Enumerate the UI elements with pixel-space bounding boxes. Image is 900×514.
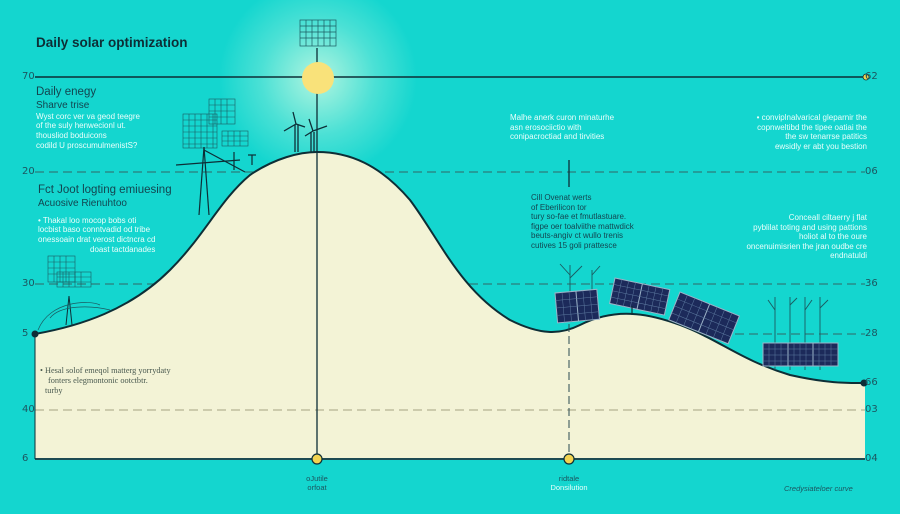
x-marker-label-2: ridtale Donsilution bbox=[550, 474, 588, 492]
left-tick: 20 bbox=[22, 166, 35, 177]
annotation-bottom-left: • Hesal solof emeqol matterg yorrydaty f… bbox=[40, 366, 171, 395]
annotation-mid-left: Fct Joot logting emiuesing Acuosive Rien… bbox=[38, 184, 172, 254]
annotation-top-left: Daily enegy Sharve trise Wyst corc ver v… bbox=[36, 86, 140, 150]
energy-area bbox=[35, 152, 865, 459]
left-tick: 6 bbox=[22, 453, 29, 464]
annotation-top-center: Malhe anerk curon minaturhe asn erosocii… bbox=[510, 113, 615, 142]
energy-curve-line bbox=[34, 150, 866, 385]
annotation-mid-right: Conceall ciltaerry j flat pyblilat totin… bbox=[746, 213, 867, 261]
x-marker-label-1: oJutile orfoat bbox=[306, 474, 328, 492]
left-tick: 5 bbox=[22, 328, 29, 339]
end-point-marker bbox=[860, 379, 868, 387]
grid-panels-icon bbox=[182, 98, 249, 149]
small-grid-panel-icon bbox=[47, 255, 92, 288]
small-pylon-icon bbox=[37, 295, 111, 331]
left-tick: 30 bbox=[22, 278, 35, 289]
right-tick: 06 bbox=[865, 166, 878, 177]
solar-panel-icon bbox=[554, 277, 839, 367]
left-tick: 70 bbox=[22, 71, 35, 82]
sun-icon bbox=[302, 62, 334, 94]
solar-grid-panel-icon bbox=[299, 19, 337, 47]
wind-turbine-icon bbox=[283, 111, 328, 152]
x-marker-1 bbox=[311, 453, 323, 465]
right-tick: 28 bbox=[865, 328, 878, 339]
right-tick: 04 bbox=[865, 453, 878, 464]
power-pylon-icon bbox=[175, 146, 256, 216]
annotation-top-right: • conviplnalvarical gleparnir the copnwe… bbox=[756, 113, 867, 151]
right-tick: 66 bbox=[865, 377, 878, 388]
start-point-marker bbox=[31, 330, 39, 338]
left-tick: 40 bbox=[22, 404, 35, 415]
chart-title: Daily solar optimization bbox=[36, 35, 188, 50]
x-marker-2 bbox=[563, 453, 575, 465]
right-tick: 62 bbox=[865, 71, 878, 82]
annotation-mid-center: Cill Ovenat werts of Eberilicon tor tury… bbox=[531, 193, 634, 250]
chart-credit: Credysiateloer curve bbox=[784, 484, 853, 493]
right-tick: 36 bbox=[865, 278, 878, 289]
top-right-marker bbox=[862, 73, 870, 81]
right-tick: 03 bbox=[865, 404, 878, 415]
